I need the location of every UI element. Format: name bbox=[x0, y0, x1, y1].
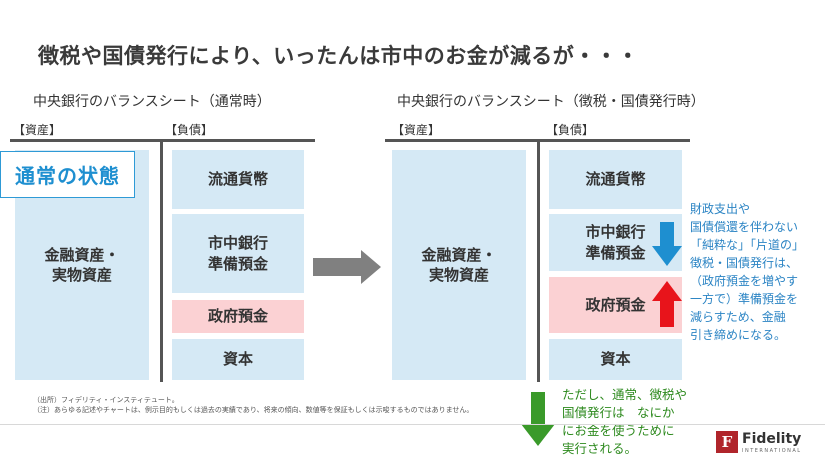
left-liability-capital: 資本 bbox=[172, 339, 304, 380]
right-liability-capital: 資本 bbox=[549, 339, 682, 380]
footnote: （出所）フィデリティ・インスティテュート。 （注）あらゆる記述やチャートは、例示… bbox=[33, 396, 474, 414]
reserves-decrease-arrow-icon bbox=[652, 222, 682, 266]
right-liability-currency: 流通貨幣 bbox=[549, 150, 682, 209]
left-assets-label: 【資産】 bbox=[13, 123, 62, 137]
right-t-vertical bbox=[537, 139, 540, 382]
fidelity-logo-mark: F bbox=[716, 431, 738, 453]
normal-state-label: 通常の状態 bbox=[0, 151, 135, 198]
footer-divider bbox=[0, 424, 825, 425]
page-title: 徴税や国債発行により、いったんは市中のお金が減るが・・・ bbox=[38, 44, 639, 68]
spending-note: ただし、通常、徴税や 国債発行は なにか にお金を使うために 実行される。 bbox=[562, 387, 688, 457]
fidelity-logo-text: Fidelity bbox=[742, 431, 802, 447]
left-subtitle: 中央銀行のバランスシート（通常時） bbox=[33, 94, 271, 110]
right-subtitle: 中央銀行のバランスシート（徴税・国債発行時） bbox=[397, 94, 705, 110]
logo-mark-letter: F bbox=[721, 433, 733, 451]
left-liabilities-label: 【負債】 bbox=[165, 123, 214, 137]
transition-arrow-icon bbox=[313, 250, 381, 284]
left-liability-govt-deposit: 政府預金 bbox=[172, 300, 304, 333]
govt-deposit-increase-arrow-icon bbox=[652, 281, 682, 327]
right-assets-box: 金融資産・ 実物資産 bbox=[392, 150, 526, 380]
left-t-vertical bbox=[160, 139, 163, 382]
fidelity-logo-sub: INTERNATIONAL bbox=[742, 448, 802, 454]
right-liabilities-label: 【負債】 bbox=[546, 123, 595, 137]
green-down-arrow-icon bbox=[521, 392, 555, 446]
tightening-note: 財政支出や 国債償還を伴わない 「純粋な」「片道の」 徴税・国債発行は、 （政府… bbox=[690, 202, 805, 342]
left-liability-reserves: 市中銀行 準備預金 bbox=[172, 214, 304, 293]
right-liability-govt-deposit: 政府預金 bbox=[549, 277, 682, 333]
left-liability-currency: 流通貨幣 bbox=[172, 150, 304, 209]
right-assets-label: 【資産】 bbox=[392, 123, 441, 137]
right-liability-reserves: 市中銀行 準備預金 bbox=[549, 214, 682, 271]
